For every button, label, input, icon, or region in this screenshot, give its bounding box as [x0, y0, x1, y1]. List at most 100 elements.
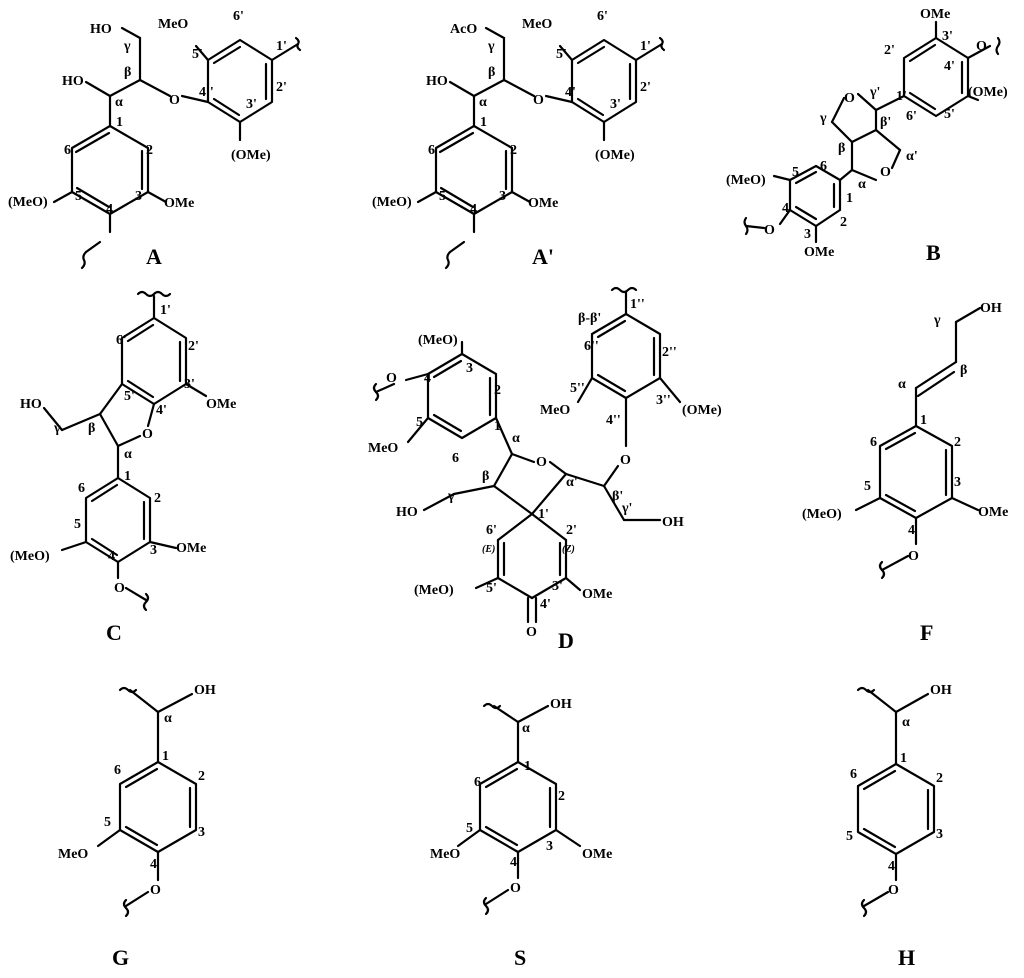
bond-G	[124, 890, 150, 908]
atom-label: 3	[135, 189, 142, 204]
ring-C-lower	[84, 476, 152, 564]
atom-label: 2	[146, 143, 153, 158]
wavy-bond-C	[142, 592, 150, 612]
ring-A-lower-double1	[74, 131, 111, 154]
atom-label: 4	[424, 371, 431, 386]
bond-B	[772, 174, 792, 182]
bond-A	[52, 190, 74, 204]
ring-S	[478, 760, 558, 854]
atom-label: 3	[954, 475, 961, 490]
atom-label: 6'	[906, 109, 917, 124]
bond-D	[576, 376, 594, 404]
bond-B	[778, 208, 792, 226]
atom-label: 2'	[188, 339, 199, 354]
atom-label: 1'	[276, 39, 287, 54]
atom-label: 4	[150, 857, 157, 872]
atom-label: α	[115, 95, 123, 110]
bond-D	[496, 512, 534, 542]
atom-label: 6	[64, 143, 71, 158]
atom-label: O	[908, 549, 919, 564]
bond-C	[60, 412, 102, 432]
ring-Ap-lower-double3	[439, 186, 475, 209]
ring-F-double3	[884, 493, 917, 513]
bond-Ap	[558, 44, 574, 62]
bond-C	[184, 382, 208, 398]
bond-D	[530, 472, 568, 516]
atom-label: β	[960, 363, 967, 378]
bond-Ap	[510, 190, 532, 204]
bond-D	[530, 576, 568, 600]
bond-Ap	[472, 78, 506, 98]
atom-label: 6	[850, 767, 857, 782]
ring-A-upper-double1	[212, 45, 242, 65]
atom-label: MeO	[58, 847, 88, 862]
atom-label: 5''	[570, 381, 585, 396]
atom-label: 5	[466, 821, 473, 836]
atom-label: α	[164, 711, 172, 726]
bond-F	[916, 370, 956, 398]
structure-label-F: F	[920, 620, 933, 645]
atom-label: MeO	[522, 17, 552, 32]
ring-G-double1	[124, 767, 159, 789]
structure-S: OH α 1 6 2 5 3 4 MeO OMe O S	[430, 697, 612, 970]
atom-label: (MeO)	[802, 507, 842, 522]
wavy-bond-G	[122, 898, 130, 918]
structure-H: OH α 1 6 2 5 3 4 O H	[846, 683, 952, 970]
bond-G	[128, 688, 160, 714]
atom-label: MeO	[430, 847, 460, 862]
structure-label-H: H	[898, 945, 915, 970]
bond-D	[548, 460, 568, 476]
bond-A	[84, 240, 102, 254]
ring-D-upper-double1	[596, 319, 627, 339]
bond-D	[406, 416, 430, 444]
ring-S-double1	[484, 767, 519, 789]
atom-label: 5'	[486, 581, 497, 596]
atom-label: α	[902, 715, 910, 730]
bond-S	[554, 828, 582, 848]
atom-label: 2	[936, 771, 943, 786]
ring-G	[118, 760, 198, 854]
atom-label: γ	[447, 489, 455, 504]
bond-F	[950, 496, 980, 512]
ring-B-lower-double1	[794, 170, 818, 185]
structure-A: HO γ β O HO α 1 2 3 4 5 6 (MeO) OMe MeO …	[8, 9, 302, 270]
atom-label: γ	[487, 39, 495, 54]
atom-label: γ'	[869, 85, 880, 100]
structure-D: β-β' 1'' 6'' 2'' 5'' 3'' 4'' MeO (OMe) (…	[368, 286, 722, 653]
atom-label: OMe	[978, 505, 1008, 520]
atom-label: 3'	[246, 97, 257, 112]
ring-D-left-double3	[432, 413, 463, 433]
wavy-bond-H	[860, 898, 868, 918]
atom-label: 5'	[192, 47, 203, 62]
ring-F-double1	[884, 431, 917, 451]
structure-label-Aprime: A'	[532, 244, 554, 269]
atom-label: O	[142, 427, 153, 442]
atom-label: OH	[662, 515, 684, 530]
atom-label: 6'	[233, 9, 244, 24]
bond-B	[890, 148, 902, 170]
wavy-bond-D	[610, 286, 638, 294]
bond-A	[120, 26, 142, 40]
atom-label: 2	[494, 383, 501, 398]
atom-label: 1'	[160, 303, 171, 318]
atom-label: 1	[480, 115, 487, 130]
atom-label: (Z)	[562, 544, 575, 555]
atom-label: 1	[124, 469, 131, 484]
bond-Ap	[448, 240, 466, 254]
bond-D	[374, 382, 396, 394]
atom-label: β'	[880, 115, 891, 130]
atom-label: O	[844, 91, 855, 106]
atom-label: O	[620, 453, 631, 468]
bond-C	[60, 540, 88, 552]
structure-label-D: D	[558, 628, 574, 653]
ring-Ap-lower-double1	[438, 131, 475, 154]
atom-label: 5	[74, 517, 81, 532]
bond-B	[744, 224, 766, 230]
structure-F: γ OH α β 1 6 2 5 3 4 (MeO) OMe O F	[802, 301, 1008, 645]
atom-label: 6	[78, 481, 85, 496]
atom-label: (OMe)	[595, 148, 635, 163]
bond-D	[602, 484, 626, 522]
wavy-bond-A	[294, 36, 302, 52]
bond-B	[874, 128, 902, 152]
